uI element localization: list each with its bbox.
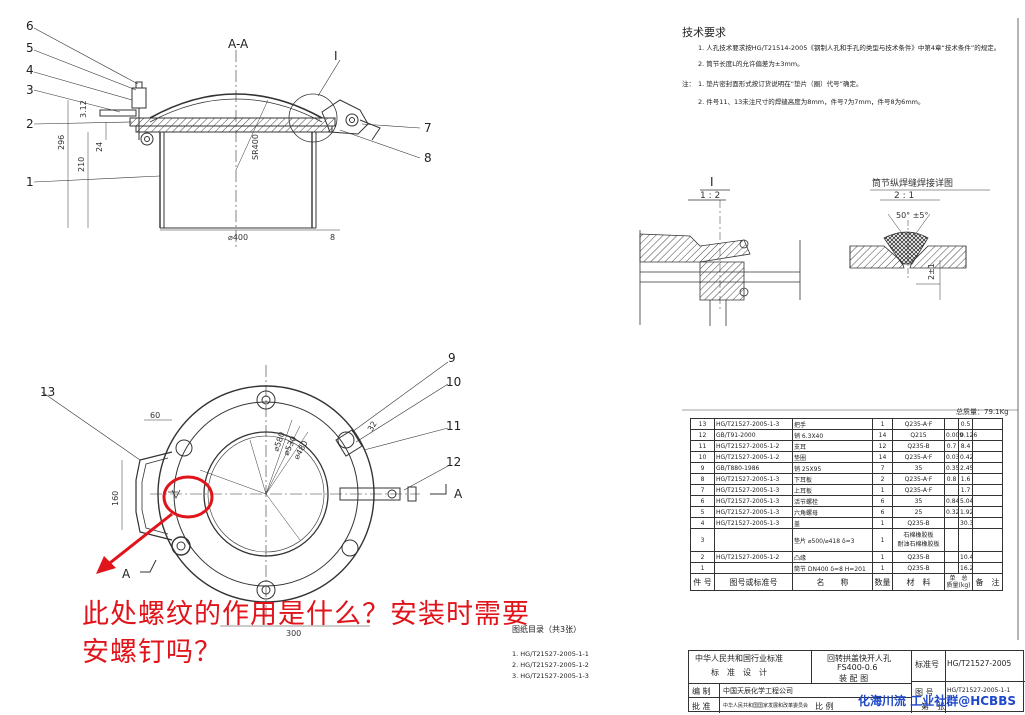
tb-sheet-name: 装 配 图 [839,674,869,683]
tb-product: 回转拱盖快开人孔 [827,654,891,663]
tb-editor: 中国天辰化学工程公司 [723,687,793,695]
bom-header: 件 号图号或标准号 名 称数量 材 料 单 总质量(kg) 备 注 [690,573,1003,591]
part-number-1: 1 [26,175,34,189]
weld-gap: 2±1 [927,263,936,280]
note-2: 2. 筒节长度L的允许偏差为±3mm。 [698,60,804,68]
annotation-question-line-2: 安螺钉吗？ [82,637,222,668]
weld-angle: 50° ±5° [896,211,929,220]
section-arrow-left: A [122,567,131,581]
weld-detail [849,189,990,300]
part-number-2: 2 [26,117,34,131]
drawing-list-item-1: 1. HG/T21527-2005-1-1 [512,650,589,658]
dim-sr400: SR400 [251,134,260,160]
section-label: A-A [228,37,249,51]
tb-approve-label: 批 准 [692,702,711,711]
dim-300: 300 [286,629,301,638]
part-number-10: 10 [446,375,461,389]
bom-row-3: 3 垫片 ⌀500/⌀418 δ=3 1 石棉橡胶板耐油石棉橡胶板 [690,528,1003,552]
part-number-9: 9 [448,351,456,365]
title-block: 中华人民共和国行业标准 标 准 设 计 回转拱盖快开人孔 FS400-0.6 装… [688,650,1025,713]
annotation-markup [96,475,214,574]
weld-detail-title: 筒节纵焊缝焊接详图 [872,177,953,189]
tb-std-no: HG/T21527-2005 [947,659,1012,668]
detail-view-i [639,189,801,326]
tb-fig-label: 图 号 [915,688,934,697]
remark-2: 2. 件号11、13未注尺寸的焊缝高度为8mm，件号7为7mm，件号8为6mm。 [698,98,925,106]
dim-296: 296 [57,135,66,150]
dim-8: 8 [330,233,335,242]
tb-approver: 中华人民共和国国家发展和改革委员会 [723,703,809,709]
part-number-4: 4 [26,63,34,77]
remark-label: 注： [682,80,695,88]
tb-scale-label: 比 例 [815,702,834,711]
note-1: 1. 人孔技术要求按HG/T21514-2005《钢制人孔和手孔的类型与技术条件… [698,44,1001,52]
tb-fig-no: HG/T21527-2005-1-1 [947,687,1011,694]
part-number-6: 6 [26,19,34,33]
section-view-a-a [33,27,421,250]
dim-diameter-400: ⌀400 [228,233,248,242]
watermark: 化海川流 工业社群@HCBBS [858,694,1016,708]
tb-org-2: 标 准 设 计 [711,668,767,677]
part-number-12: 12 [446,455,461,469]
dim-3-12: 3.12 [79,100,88,118]
dim-60: 60 [150,411,160,420]
annotation-question-line-1: 此处螺纹的作用是什么？安装时需要 [82,599,530,630]
part-number-13: 13 [40,385,55,399]
section-arrow-right: A [454,487,463,501]
tb-edit-label: 编 制 [692,687,711,696]
drawing-list-item-3: 3. HG/T21527-2005-1-3 [512,672,589,680]
dim-32: 32 [366,420,379,433]
tb-org-1: 中华人民共和国行业标准 [695,654,783,663]
drawing-list-item-2: 2. HG/T21527-2005-1-2 [512,661,589,669]
total-weight: 总质量：79.1Kg [956,407,1009,416]
detail-i-scale: 1 : 2 [700,191,720,201]
detail-callout: I [334,49,338,63]
notes-title: 技术要求 [682,26,726,39]
part-number-7: 7 [424,121,432,135]
detail-i-label: I [710,175,714,189]
dim-210: 210 [77,157,86,172]
part-number-11: 11 [446,419,461,433]
plan-view [41,361,449,627]
weld-detail-scale: 2 : 1 [894,191,914,201]
remark-1: 1. 垫片密封面形式按订货说明在“垫片（圈）代号”确定。 [698,80,863,88]
tb-std-label: 标准号 [915,660,939,669]
sheet-border [682,18,1019,640]
part-number-8: 8 [424,151,432,165]
part-number-5: 5 [26,41,34,55]
tb-sheet-label: 第 张 [921,702,945,711]
dim-160: 160 [111,491,120,506]
tb-model: FS400-0.6 [837,663,878,672]
dim-24: 24 [95,142,104,152]
part-number-3: 3 [26,83,34,97]
drawing-list-title: 图纸目录（共3张） [512,625,582,634]
